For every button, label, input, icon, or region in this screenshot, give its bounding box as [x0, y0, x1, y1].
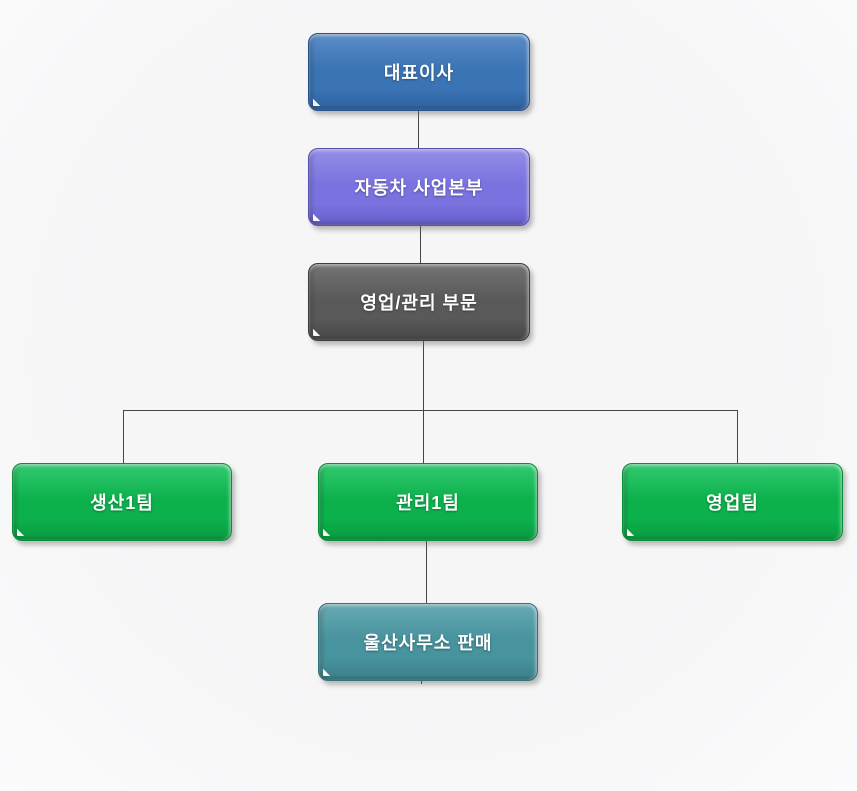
org-node-sales-team-label: 영업팀: [706, 493, 759, 513]
connector-teams-crossbar: [123, 410, 738, 411]
connector-division-to-dept: [420, 226, 421, 263]
org-node-sales-admin-division-label: 영업/관리 부문: [360, 293, 478, 313]
org-node-ulsan-office-sales[interactable]: 울산사무소 판매: [318, 603, 538, 681]
org-node-production-team-1[interactable]: 생산1팀: [12, 463, 232, 541]
org-node-business-division[interactable]: 자동차 사업본부: [308, 148, 530, 226]
org-node-ceo[interactable]: 대표이사: [308, 33, 530, 111]
org-node-sales-team[interactable]: 영업팀: [622, 463, 843, 541]
org-node-sales-admin-division[interactable]: 영업/관리 부문: [308, 263, 530, 341]
connector-office-stub: [421, 679, 422, 684]
org-node-production-team-1-label: 생산1팀: [90, 493, 154, 513]
org-node-ceo-label: 대표이사: [383, 63, 455, 83]
connector-admin-to-office: [426, 541, 427, 603]
org-node-ulsan-office-sales-label: 울산사무소 판매: [363, 633, 493, 653]
org-node-business-division-label: 자동차 사업본부: [354, 178, 484, 198]
connector-drop-sales-team: [737, 410, 738, 463]
connector-dept-trunk: [423, 341, 424, 463]
connector-ceo-to-division: [418, 111, 419, 148]
org-node-admin-team-1-label: 관리1팀: [396, 493, 460, 513]
org-node-admin-team-1[interactable]: 관리1팀: [318, 463, 538, 541]
connector-drop-production-team: [123, 410, 124, 463]
